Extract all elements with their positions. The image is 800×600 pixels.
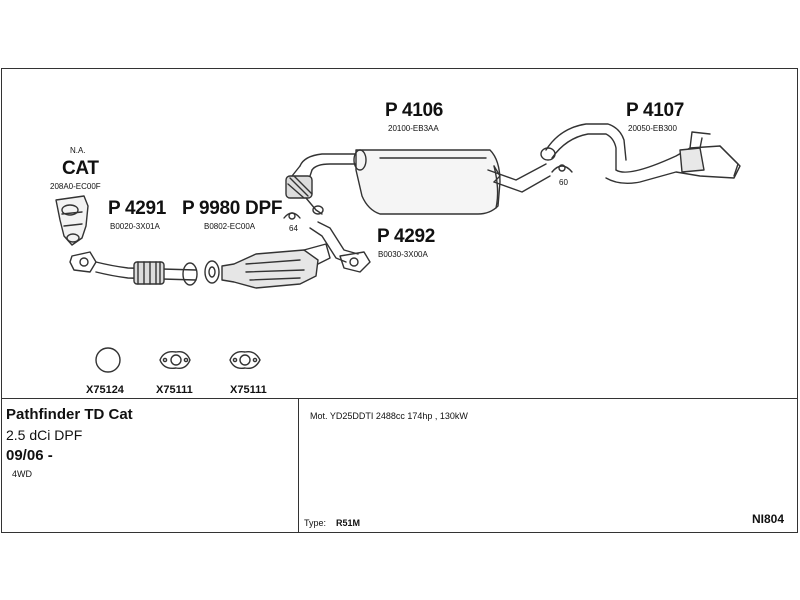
p4106-code: 20100-EB3AA xyxy=(388,124,439,133)
p4107-code: 20050-EB300 xyxy=(628,124,677,133)
accessory-code: X75111 xyxy=(156,384,193,396)
hanger-64-label: 64 xyxy=(289,224,298,233)
motor-spec: Mot. YD25DDTI 2488cc 174hp , 130kW xyxy=(310,411,468,421)
cat-code: 208A0-EC00F xyxy=(50,182,101,191)
cat-title: CAT xyxy=(62,158,99,179)
front-pipe-part xyxy=(95,261,198,286)
p4107-title: P 4107 xyxy=(626,100,685,121)
tail-pipe-part xyxy=(309,221,371,273)
dpf-part xyxy=(204,243,331,289)
hanger-60-label: 60 xyxy=(559,178,568,187)
rear-silencer-part xyxy=(540,123,741,185)
ring-icon xyxy=(95,347,121,373)
type-label: Type: xyxy=(304,518,327,528)
p9980-title: P 9980 DPF xyxy=(182,198,283,219)
p4292-code: B0030-3X00A xyxy=(378,250,428,259)
type-value: R51M xyxy=(336,518,361,528)
p4291-code: B0020-3X01A xyxy=(110,222,160,231)
model-name: Pathfinder TD Cat xyxy=(6,406,133,423)
info-divider xyxy=(1,398,798,399)
accessory-code: X75124 xyxy=(86,384,124,396)
hanger-part xyxy=(283,212,301,220)
p4106-title: P 4106 xyxy=(385,100,444,121)
flex-pipe-part xyxy=(285,153,359,215)
p4292-title: P 4292 xyxy=(377,226,436,247)
middle-silencer-part xyxy=(353,149,551,215)
gasket-icon xyxy=(229,350,261,370)
reference-code: NI804 xyxy=(752,512,785,526)
drive-type: 4WD xyxy=(12,469,32,479)
gasket-icon xyxy=(159,350,191,370)
production-date: 09/06 - xyxy=(6,447,53,464)
diagram-frame xyxy=(1,68,798,533)
cat-note: N.A. xyxy=(70,146,86,155)
p4291-title: P 4291 xyxy=(108,198,167,219)
flange-part xyxy=(69,251,97,273)
engine-name: 2.5 dCi DPF xyxy=(6,427,83,443)
accessory-code: X75111 xyxy=(230,384,267,396)
cat-converter-part xyxy=(55,195,89,246)
hanger-part xyxy=(551,164,573,173)
info-column-divider xyxy=(298,398,299,533)
p9980-code: B0802-EC00A xyxy=(204,222,256,231)
